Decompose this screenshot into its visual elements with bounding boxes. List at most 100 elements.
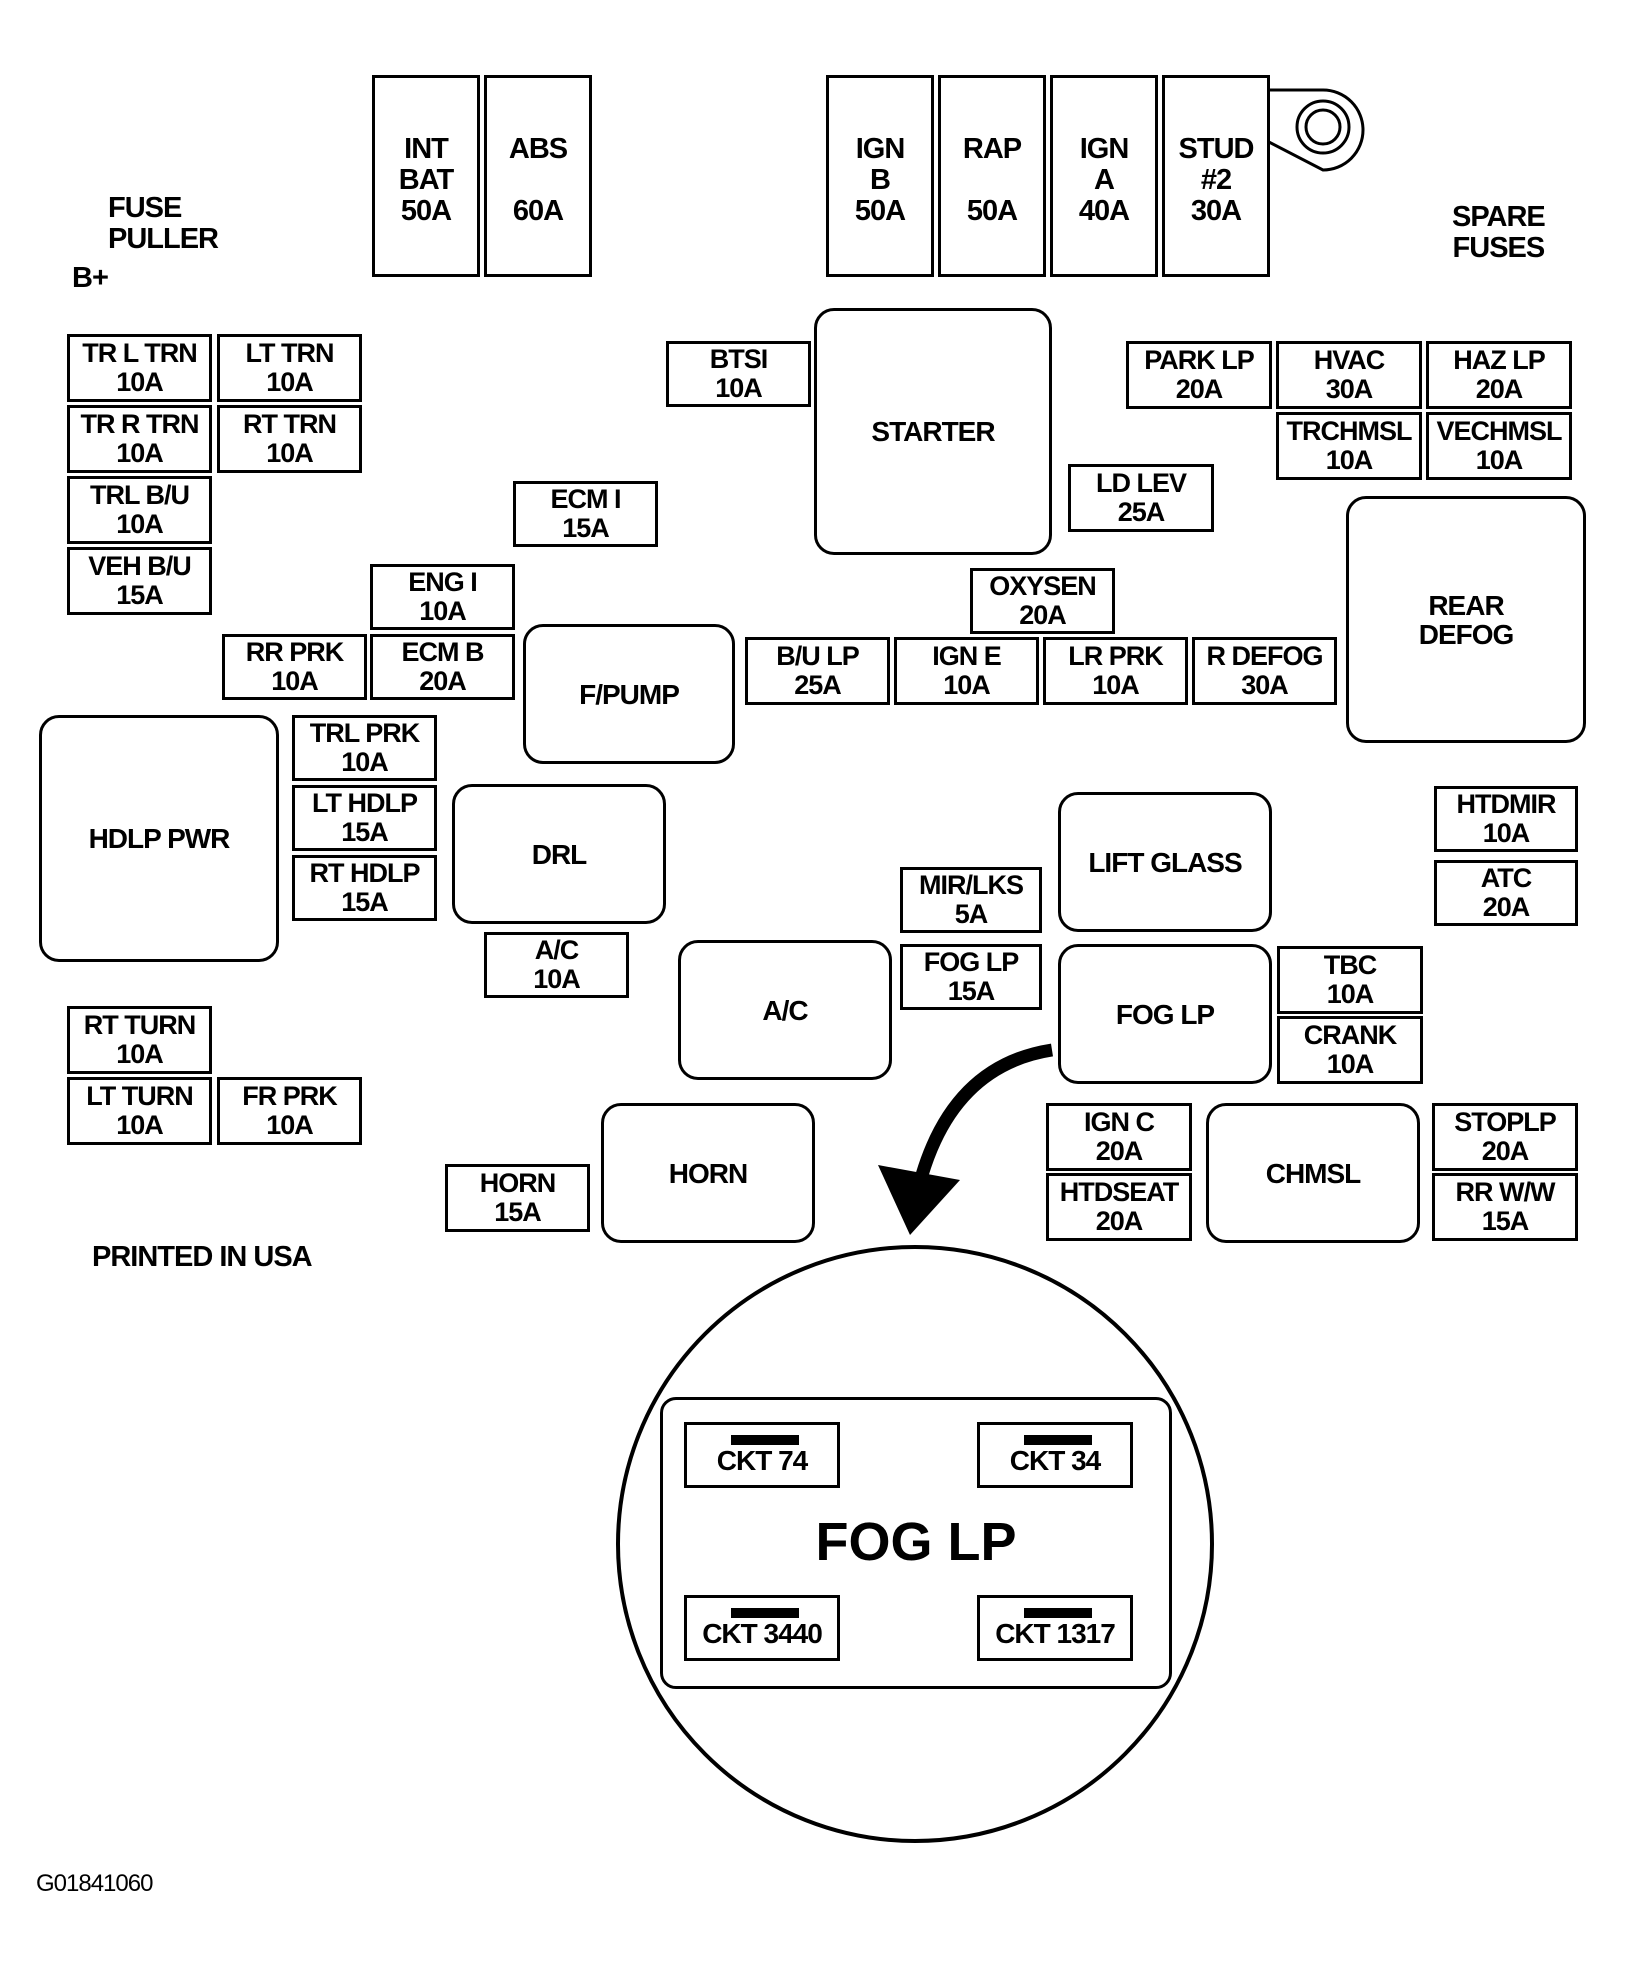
spare-fuses-line-2: FUSES	[1452, 232, 1546, 264]
fuse-rating: 10A	[341, 747, 389, 777]
curved-arrow-icon	[878, 1043, 1054, 1235]
terminal-blade-icon	[1024, 1435, 1092, 1445]
fuse-rating: 10A	[943, 670, 991, 700]
fuse-name: MIR/LKS	[919, 870, 1024, 900]
maxi-fuse-line: IGN	[855, 133, 906, 165]
relay-hdlp-pwr: HDLP PWR	[39, 715, 279, 962]
fuse-name: LT TRN	[245, 338, 335, 368]
stud-terminal-icon	[1263, 88, 1365, 172]
fuse-name: LR PRK	[1068, 641, 1163, 671]
fuse-rating: 15A	[116, 580, 164, 610]
fuse-name: VEH B/U	[88, 551, 192, 581]
figure-id-label: G01841060	[36, 1870, 153, 1897]
fuse-rating: 20A	[1475, 374, 1524, 404]
maxi-fuse-abs: ABS 60A	[484, 75, 592, 277]
fuse-name: LT HDLP	[312, 788, 418, 818]
terminal-blade-icon	[731, 1608, 799, 1618]
maxi-fuse-line: IGN	[1079, 133, 1130, 165]
fuse-name: HTDSEAT	[1059, 1177, 1179, 1207]
maxi-fuse-line: 50A	[966, 195, 1018, 227]
fuse-name: B/U LP	[776, 641, 860, 671]
maxi-fuse-line: BAT	[398, 164, 454, 196]
fuse-name: TRL PRK	[309, 718, 421, 748]
fuse-name: TRCHMSL	[1286, 416, 1413, 446]
relay-starter: STARTER	[814, 308, 1052, 555]
maxi-fuse-line: A	[1094, 164, 1115, 196]
fuse-rating: 15A	[562, 513, 610, 543]
fuse-name: TRL B/U	[90, 480, 190, 510]
fuse-name: A/C	[534, 935, 579, 965]
maxi-fuse-line: RAP	[962, 133, 1022, 165]
fuse-rating: 10A	[271, 666, 319, 696]
fuse-rating: 20A	[1482, 892, 1531, 922]
fuse-name: LT TURN	[86, 1081, 193, 1111]
fuse-name: CRANK	[1303, 1020, 1397, 1050]
maxi-fuse-line: ABS	[508, 133, 568, 165]
fuse-rating: 15A	[947, 976, 996, 1006]
fuse-name: TR R TRN	[80, 409, 200, 439]
fuse-rating: 20A	[1095, 1206, 1144, 1236]
fuse-rating: 10A	[1482, 818, 1531, 848]
fuse-name: R DEFOG	[1206, 641, 1323, 671]
maxi-fuse-line: 50A	[400, 195, 452, 227]
relay-fog-lp: FOG LP	[1058, 944, 1272, 1084]
fuse-name: STOPLP	[1454, 1107, 1557, 1137]
terminal-ckt-34: CKT 34	[977, 1422, 1133, 1488]
relay-label: STARTER	[871, 416, 995, 447]
fuse-rating: 10A	[266, 1110, 314, 1140]
fuse-rating: 25A	[794, 670, 842, 700]
b-plus-label: B+	[72, 262, 109, 294]
fuse-rating: 20A	[1095, 1136, 1144, 1166]
relay-f-pump: F/PUMP	[523, 624, 735, 764]
circuit-label: CKT 1317	[995, 1618, 1116, 1649]
fuse-name: VECHMSL	[1436, 416, 1562, 446]
spare-fuses-line-1: SPARE	[1452, 201, 1546, 233]
relay-horn: HORN	[601, 1103, 815, 1243]
fuse-rating: 10A	[266, 367, 314, 397]
detail-magnifier-circle	[616, 1245, 1214, 1843]
fuse-rating: 20A	[1019, 600, 1067, 630]
relay-label: CHMSL	[1265, 1157, 1362, 1189]
maxi-fuse-ign-a: IGN A 40A	[1050, 75, 1158, 277]
detail-title: FOG LP	[815, 1512, 1017, 1572]
maxi-fuse-line: B	[870, 164, 891, 196]
maxi-fuse-line: 30A	[1190, 195, 1242, 227]
fuse-name: PARK LP	[1144, 345, 1255, 375]
fuse-rating: 20A	[419, 666, 467, 696]
fuse-name: BTSI	[709, 344, 769, 374]
fuse-rating: 10A	[533, 964, 581, 994]
circuit-label: CKT 3440	[702, 1618, 823, 1649]
fuse-rating: 30A	[1325, 374, 1374, 404]
fuse-name: RT TURN	[83, 1010, 196, 1040]
relay-label: A/C	[762, 994, 808, 1026]
fuse-name: RT TRN	[243, 409, 337, 439]
fuse-name: ENG I	[408, 567, 478, 597]
fuse-rating: 10A	[116, 1110, 164, 1140]
fuse-rating: 5A	[954, 899, 989, 929]
fuse-rating: 15A	[341, 887, 389, 917]
